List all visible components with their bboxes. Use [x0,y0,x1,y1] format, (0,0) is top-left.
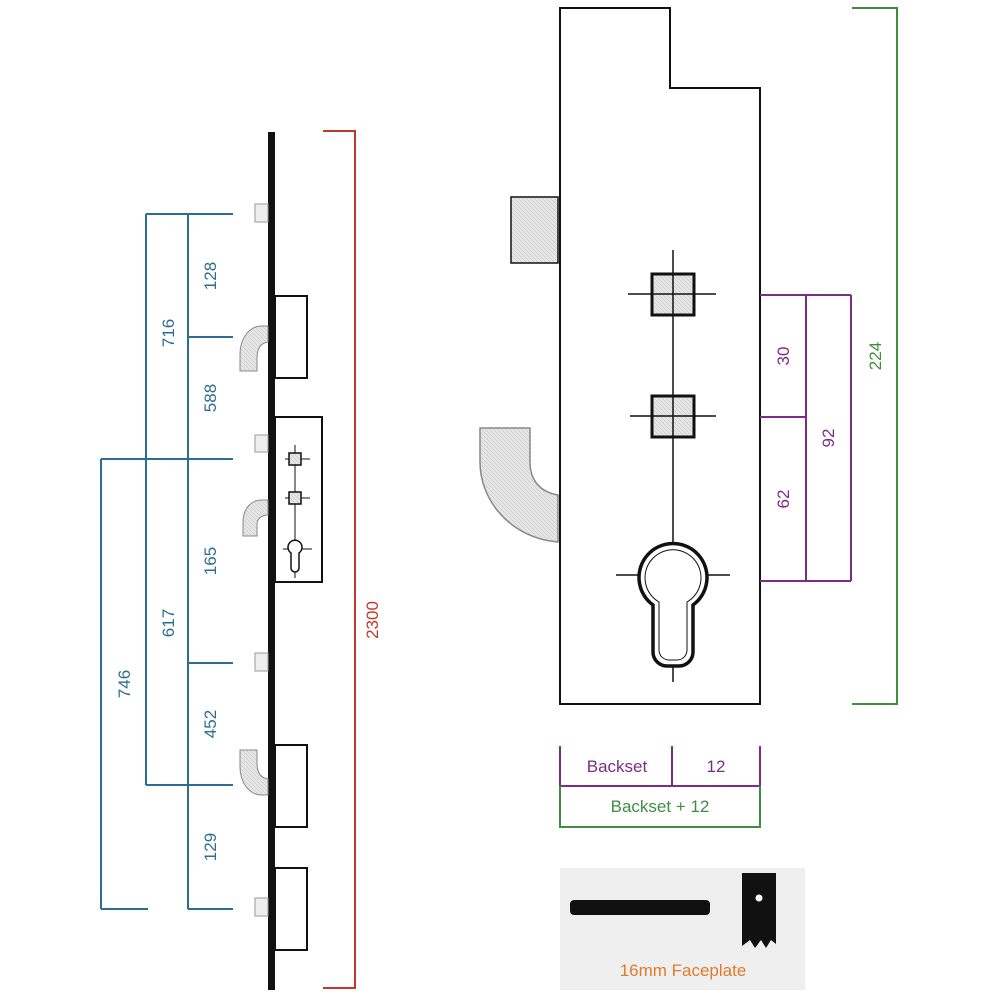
faceplate-panel: 16mm Faceplate [560,868,805,990]
backset-legend: Backset 12 Backset + 12 [559,746,761,828]
faceplate-caption: 16mm Faceplate [620,961,747,980]
dim-label-617: 617 [159,609,178,637]
dim-label-92: 92 [819,429,838,448]
case-height-bracket [852,7,898,705]
faceplate-end-view [742,873,776,948]
dim-label-62: 62 [774,490,793,509]
backset-label: Backset [587,757,648,776]
roller-bolt [254,652,269,672]
lock-strip-elevation: 128 588 165 452 129 716 617 746 2300 [100,130,382,990]
faceplate-hole [755,894,763,902]
faceplate-bar [268,132,275,990]
dim-label-30: 30 [774,347,793,366]
hook-bolt [239,325,269,372]
lock-case-detail: 30 62 92 224 [479,7,898,705]
roller-bolt [254,434,269,453]
backset-plus-12-label: Backset + 12 [611,797,710,816]
latch-hook [479,427,559,543]
hook-bolt [239,749,269,796]
deadbolt [510,196,559,264]
euro-cylinder-outline [637,541,709,668]
faceplate-side-view [570,900,710,915]
strip-dimension-lines [100,213,233,910]
dim-label-588: 588 [201,384,220,412]
case-dimension-lines [760,294,852,582]
gearbox [274,867,308,951]
spindle-square-small [288,452,302,466]
roller-bolt [254,897,269,917]
dim-label-746: 746 [115,670,134,698]
dim-label-128: 128 [201,262,220,290]
case-outline [559,7,761,705]
spindle-square-small [288,491,302,505]
dim-label-129: 129 [201,833,220,861]
overall-height-bracket [323,130,356,989]
dim-label-452: 452 [201,710,220,738]
euro-cylinder-small [287,539,303,573]
dim-label-716: 716 [159,319,178,347]
gearbox [274,295,308,379]
euro-cylinder-inner [644,549,702,661]
dim-label-2300: 2300 [363,601,382,639]
roller-bolt [254,203,269,223]
dim-label-224: 224 [866,342,885,370]
hook-bolt [242,499,269,537]
gearbox [274,744,308,828]
twelve-label: 12 [707,757,726,776]
dim-label-165: 165 [201,547,220,575]
